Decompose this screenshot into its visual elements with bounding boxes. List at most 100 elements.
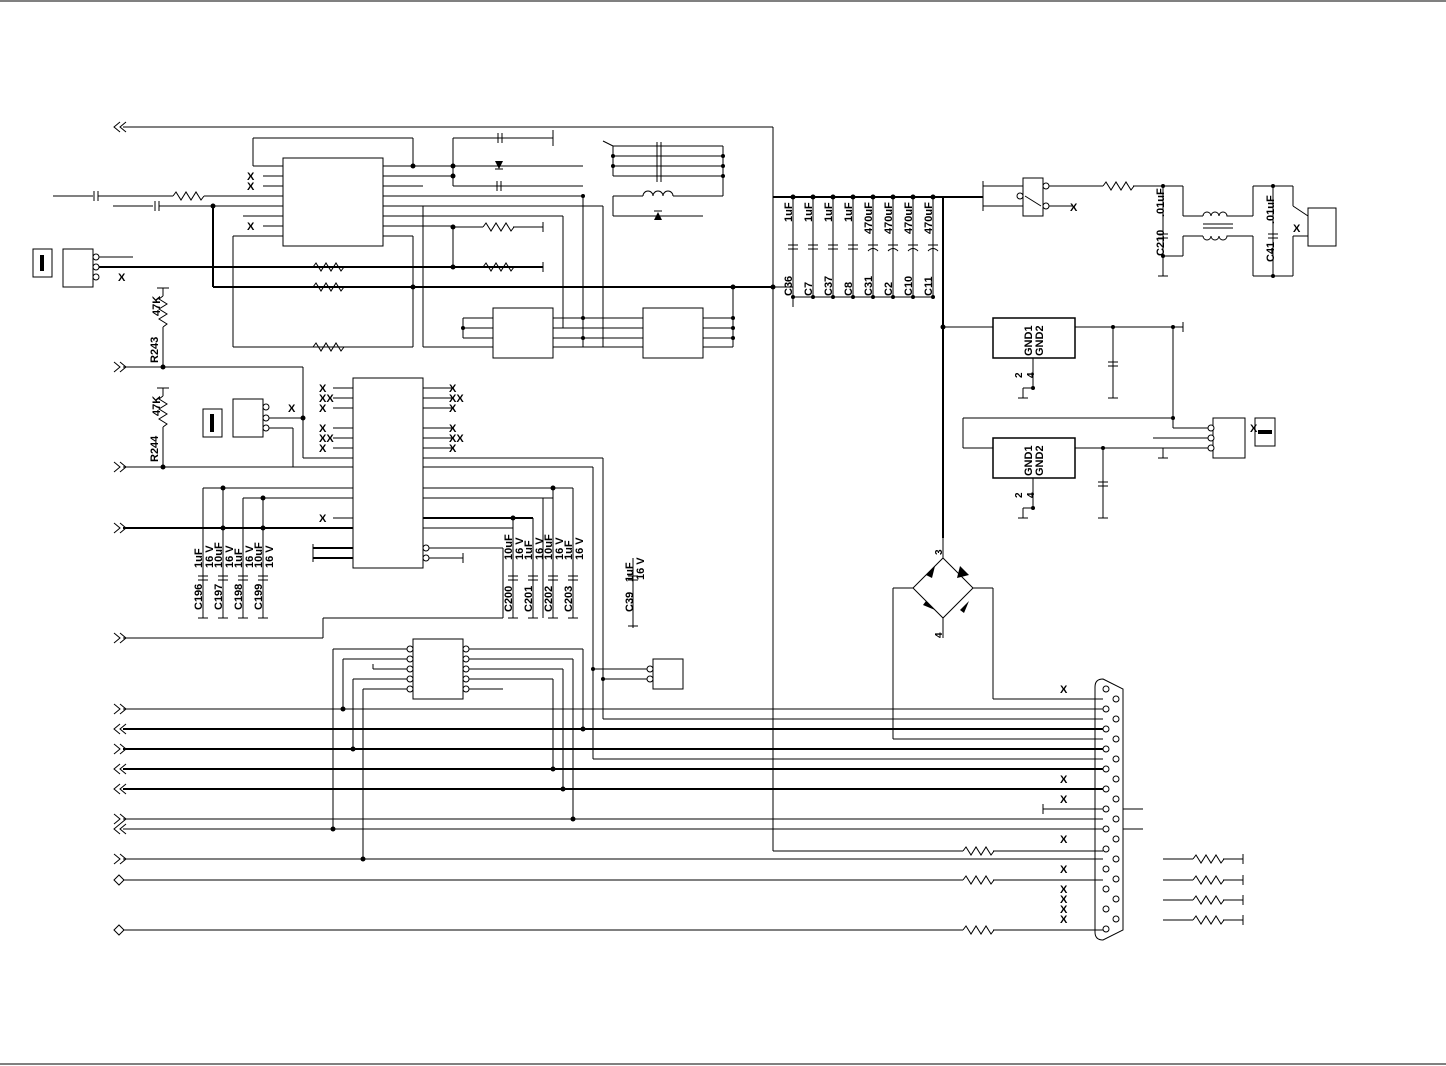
- db25-pin: [1112, 795, 1120, 803]
- cap-value-c10: 470uF: [903, 202, 915, 234]
- db25-pin: [1102, 785, 1110, 793]
- r244-ref: R244: [149, 435, 161, 462]
- cap-ref-c198: C198: [233, 584, 245, 610]
- cap-value-c2: 470uF: [883, 202, 895, 234]
- db25-pin: [1102, 685, 1110, 693]
- db25-pin: [1102, 765, 1110, 773]
- svg-text:X: X: [1060, 834, 1068, 846]
- svg-text:X: X: [319, 423, 327, 435]
- db25-pin: [1102, 705, 1110, 713]
- cap-rating-c196: 16 V: [204, 545, 216, 568]
- cap-value-c197: 10uF: [213, 542, 225, 568]
- svg-text:X: X: [247, 181, 255, 193]
- cap-value-c36: 1uF: [783, 202, 795, 222]
- r243-value: 47K: [151, 296, 163, 316]
- db25-pin: [1112, 755, 1120, 763]
- svg-text:X: X: [247, 221, 255, 233]
- cap-ref-c10: C10: [903, 276, 915, 296]
- svg-text:X: X: [247, 171, 255, 183]
- svg-text:X: X: [1060, 794, 1068, 806]
- cap-rating-c201: 16 V: [534, 537, 546, 560]
- db25-pin: [1102, 905, 1110, 913]
- jumper-j2: X: [202, 398, 306, 467]
- c41-ref: C41: [1265, 242, 1277, 262]
- capacitor-c39: 1uF 16 V C39: [624, 557, 647, 628]
- reg2-pin-a: 2: [1014, 492, 1025, 498]
- svg-text:X: X: [1060, 914, 1068, 926]
- cap-ref-c2: C2: [883, 282, 895, 296]
- db25-pin: [1112, 915, 1120, 923]
- db25-pin: [1102, 725, 1110, 733]
- svg-text:X: X: [1250, 423, 1258, 435]
- svg-text:X: X: [1293, 223, 1301, 235]
- no-connect-marks-u1: X X X: [247, 171, 255, 233]
- reg2-gnd2: GND2: [1034, 445, 1046, 476]
- r244-value: 47K: [151, 396, 163, 416]
- reg1-pin-b: 4: [1026, 372, 1037, 378]
- ic-u1: [213, 137, 603, 247]
- db25-pin: [1112, 895, 1120, 903]
- bridge-pin-bottom: 4: [934, 632, 945, 638]
- svg-text:X: X: [1060, 884, 1068, 896]
- line-filter: X .01uF C210 .01uF C41: [1155, 184, 1337, 278]
- buffer-ics-middle: [461, 194, 735, 359]
- regulator-1: GND1 GND2 2 4: [992, 317, 1184, 418]
- svg-text:XX: XX: [319, 393, 334, 405]
- db25-pin: [1102, 845, 1110, 853]
- svg-text:X: X: [449, 443, 457, 455]
- svg-text:X: X: [288, 403, 296, 415]
- no-connect-marks-db25: X X X X X X X X X: [1060, 684, 1068, 926]
- c39-rating: 16 V: [635, 557, 647, 580]
- db25-pins: [1102, 685, 1120, 933]
- svg-text:X: X: [1060, 684, 1068, 696]
- ic-u4-driver: [332, 638, 584, 859]
- db25-pin: [1102, 925, 1110, 933]
- svg-text:X: X: [319, 383, 327, 395]
- cap-rating-c202: 16 V: [554, 537, 566, 560]
- db25-connector: [1042, 678, 1143, 941]
- db25-pin: [1112, 735, 1120, 743]
- capacitors-mid-group: [508, 485, 578, 619]
- svg-text:X: X: [118, 272, 126, 284]
- no-connect-marks-u3: X XX X X XX X X X XX X X XX X: [319, 383, 464, 525]
- cap-value-c196: 1uF: [193, 548, 205, 568]
- cap-ref-c200: C200: [503, 586, 515, 612]
- reg1-gnd2: GND2: [1034, 325, 1046, 356]
- top-signal-line: [113, 121, 963, 852]
- cap-ref-c7: C7: [803, 282, 815, 296]
- reg2-pin-b: 4: [1026, 492, 1037, 498]
- resistor-r244: 47K R244: [149, 387, 169, 467]
- svg-text:X: X: [319, 513, 327, 525]
- cap-rating-c203: 16 V: [574, 537, 586, 560]
- cap-value-c7: 1uF: [803, 202, 815, 222]
- capacitor-c2: 470uF C2: [883, 194, 899, 299]
- cap-value-c203: 1uF: [563, 540, 575, 560]
- cap-ref-c8: C8: [843, 282, 855, 296]
- capacitors-left-group: [198, 485, 268, 619]
- db25-pin: [1112, 815, 1120, 823]
- c39-value: 1uF: [624, 562, 636, 582]
- spare-resistors: [1163, 854, 1244, 925]
- db25-pin: [1102, 865, 1110, 873]
- cap-ref-c201: C201: [523, 586, 535, 612]
- emi-filter-block: [602, 140, 725, 220]
- capacitor-c7: 1uF C7: [803, 194, 818, 299]
- cap-ref-c203: C203: [563, 586, 575, 612]
- power-bus-lines: [99, 206, 776, 352]
- reg1-gnd1: GND1: [1023, 325, 1035, 356]
- cap-value-c8: 1uF: [843, 202, 855, 222]
- cap-value-c11: 470uF: [923, 202, 935, 234]
- cap-rating-c197: 16 V: [224, 545, 236, 568]
- cap-ref-c37: C37: [823, 276, 835, 296]
- jumper-j1: X: [32, 248, 133, 288]
- right-power-bus: [940, 197, 993, 538]
- c210-ref: C210: [1155, 230, 1167, 256]
- cap-ref-c197: C197: [213, 584, 225, 610]
- db25-pin: [1112, 715, 1120, 723]
- capacitor-bank-items: 1uFC361uFC71uFC371uFC8470uFC31470uFC2470…: [783, 194, 939, 299]
- svg-text:X: X: [1060, 774, 1068, 786]
